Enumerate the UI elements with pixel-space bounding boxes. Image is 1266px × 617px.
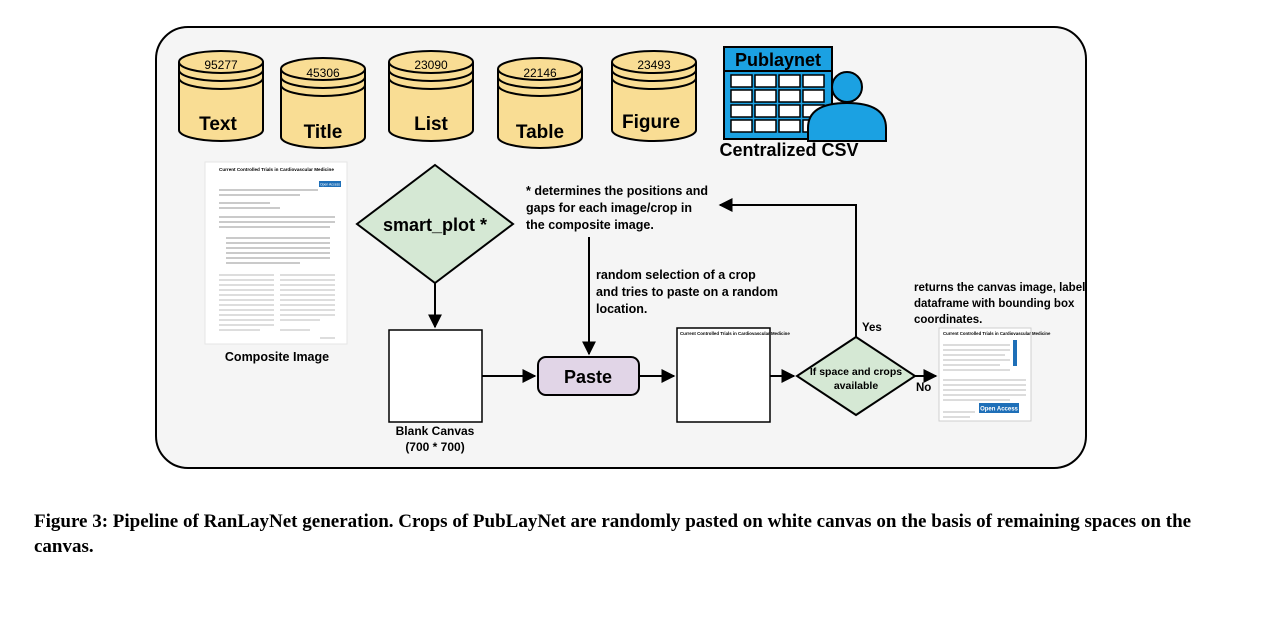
db-title-count: 45306 — [306, 66, 340, 80]
returns-note-line: dataframe with bounding box — [914, 298, 1075, 310]
user-icon — [807, 71, 887, 142]
db-title: 45306 Title — [280, 57, 366, 149]
positions-note-line: * determines the positions and — [526, 184, 708, 198]
db-list-name: List — [414, 114, 448, 135]
db-table-count: 22146 — [523, 66, 557, 80]
pipeline-diagram: 95277 Text 45306 Title 23090 List 22146 … — [155, 26, 1087, 469]
positions-note-line: the composite image. — [526, 218, 654, 232]
output-open-access-badge: Open Access — [980, 407, 1018, 413]
db-text-count: 95277 — [204, 58, 238, 72]
positions-note-line: gaps for each image/crop in — [526, 201, 692, 215]
publaynet-title: Publaynet — [735, 50, 821, 70]
composite-open-access-badge: Open Access — [320, 183, 340, 187]
random-note-line: and tries to paste on a random — [596, 285, 778, 299]
returns-note-line: returns the canvas image, label — [914, 282, 1085, 294]
decision-label-line1: If space and crops — [810, 366, 902, 378]
paste-label: Paste — [564, 367, 612, 387]
random-note-line: location. — [596, 302, 647, 316]
composite-doc-title: Current Controlled Trials in Cardiovascu… — [219, 167, 334, 172]
db-text: 95277 Text — [178, 50, 264, 142]
figure-caption: Figure 3: Pipeline of RanLayNet generati… — [34, 511, 1192, 557]
decision-label-line2: available — [834, 380, 879, 392]
decision-yes-label: Yes — [862, 322, 882, 334]
composite-image-label: Composite Image — [225, 350, 329, 364]
returns-note: returns the canvas image, label datafram… — [914, 282, 1085, 326]
output-image: Current Controlled Trials in Cardiovascu… — [938, 327, 1051, 422]
db-figure: 23493 Figure — [611, 50, 697, 142]
positions-note: * determines the positions and gaps for … — [526, 184, 708, 232]
centralized-csv-label: Centralized CSV — [719, 140, 858, 160]
random-note-line: random selection of a crop — [596, 268, 756, 282]
partial-canvas — [676, 327, 771, 423]
blank-canvas-size: (700 * 700) — [405, 440, 464, 454]
connector-yes-loop — [718, 198, 857, 337]
publaynet-csv-icon: Publaynet Centralized CSV — [719, 46, 887, 160]
blank-canvas — [388, 329, 483, 423]
db-list: 23090 List — [388, 50, 474, 142]
db-figure-name: Figure — [622, 112, 680, 133]
partial-canvas-doc-title: Current Controlled Trials in Cardiovascu… — [680, 331, 790, 336]
returns-note-line: coordinates. — [914, 314, 982, 326]
output-doc-title: Current Controlled Trials in Cardiovascu… — [943, 331, 1051, 336]
blank-canvas-label: Blank Canvas — [396, 424, 475, 438]
db-title-name: Title — [304, 122, 343, 143]
db-table: 22146 Table — [497, 57, 583, 149]
smart-plot-label: smart_plot * — [383, 215, 487, 235]
db-text-name: Text — [199, 114, 237, 135]
decision-diamond — [795, 335, 917, 417]
db-figure-count: 23493 — [637, 58, 671, 72]
random-note: random selection of a crop and tries to … — [596, 268, 778, 316]
composite-image: Current Controlled Trials in Cardiovascu… — [204, 161, 348, 345]
db-list-count: 23090 — [414, 58, 448, 72]
decision-no-label: No — [916, 382, 931, 394]
db-table-name: Table — [516, 122, 564, 143]
